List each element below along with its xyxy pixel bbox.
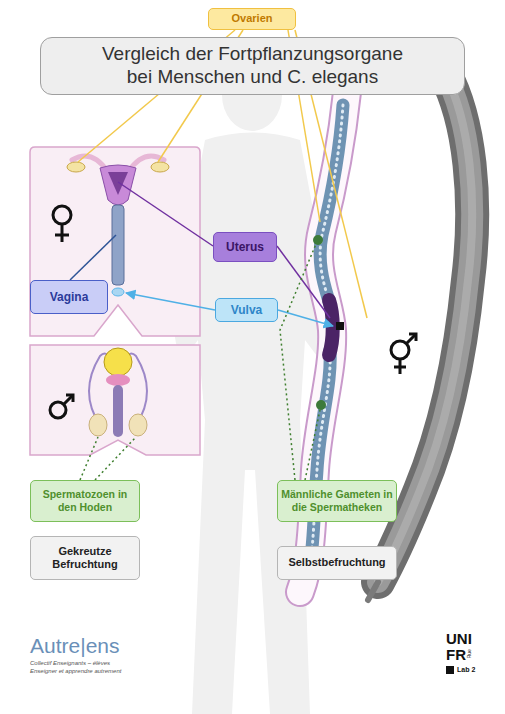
node-label: Selbstbefruchtung (288, 556, 385, 569)
gamete-box: Männliche Gameten in die Spermatheken (277, 480, 397, 522)
hermaphrodite-symbol (406, 334, 416, 344)
gamete-leader-lines (280, 244, 316, 480)
male-panel (30, 345, 200, 455)
female-organs (112, 288, 124, 296)
vagina-leader-line (70, 235, 116, 280)
male-organs (106, 374, 130, 386)
venus-symbol (53, 206, 71, 242)
gamete-leader-lines (95, 437, 136, 480)
male-organs (113, 385, 123, 437)
male-organs (89, 414, 107, 436)
female-organs (112, 205, 124, 285)
node-label: Uterus (226, 240, 264, 254)
male-organs (89, 348, 147, 437)
node-label: Männliche Gameten in die Spermatheken (280, 488, 394, 513)
mars-symbol (50, 395, 73, 418)
female-organs (151, 162, 169, 172)
worm-drawing (316, 400, 326, 410)
mars-symbol (66, 395, 73, 402)
hermaphrodite-symbol (409, 334, 416, 341)
venus-symbol (61, 224, 64, 242)
male-organs (104, 348, 132, 376)
title-box: Vergleich der Fortpflanzungsorgane bei M… (40, 37, 465, 95)
logo-text: FR (446, 647, 466, 664)
node-label: Ovarien (232, 12, 273, 25)
hermaphrodite-symbol (394, 366, 406, 369)
venus-symbol (55, 234, 69, 237)
node-label: Vagina (50, 290, 89, 304)
organ-label-box: Vulva (215, 298, 278, 322)
female-panel (30, 147, 200, 336)
vulva-arrows (126, 293, 333, 326)
worm-drawing (336, 322, 344, 330)
node-label: Gekreutze Befruchtung (33, 545, 137, 571)
female-panel (30, 147, 200, 336)
worm-drawing (320, 105, 343, 305)
logo-text: Enseigner et apprendre autrement (30, 668, 121, 675)
female-organs (100, 165, 136, 205)
worm-drawing (310, 350, 330, 565)
organ-label-box: Ovarien (208, 8, 296, 30)
gamete-box: Spermatozoen in den Hoden (30, 480, 140, 522)
unifr-logo-mark (446, 666, 454, 674)
uterus-leader-lines (118, 182, 213, 246)
logo-text: UNI (446, 631, 472, 648)
logo-text: Autre|ens (30, 634, 120, 657)
node-label: Spermatozoen in den Hoden (33, 488, 137, 513)
title-text: Vergleich der Fortpflanzungsorgane bei M… (95, 43, 410, 89)
female-organs (108, 172, 128, 195)
worm-drawing (320, 105, 343, 305)
gamete-leader-lines (80, 437, 98, 480)
male-panel (30, 345, 200, 455)
fertilization-box: Gekreutze Befruchtung (30, 536, 140, 580)
worm-photo (368, 582, 378, 600)
fertilization-box: Selbstbefruchtung (277, 546, 397, 580)
logo-text: Rue (467, 649, 473, 658)
uterus-leader-lines (277, 246, 330, 318)
worm-drawing (310, 350, 330, 565)
gamete-leader-lines (80, 244, 320, 480)
logo-text: Lab 2 (457, 666, 475, 674)
vulva-arrows (278, 310, 333, 326)
female-organs (67, 162, 85, 172)
mars-symbol (50, 402, 66, 418)
mars-symbol (64, 395, 73, 404)
node-label: Vulva (231, 303, 263, 317)
gamete-leader-lines (305, 410, 320, 480)
male-organs (129, 414, 147, 436)
hermaphrodite-symbol (391, 334, 416, 374)
female-organs (67, 156, 169, 296)
unifr-logo-mark (446, 666, 454, 674)
vagina-leader-line (70, 235, 116, 280)
venus-symbol (53, 206, 71, 224)
logo-text: Collectif Enseignants – élèves (30, 660, 110, 667)
worm-drawing (329, 300, 333, 355)
organ-label-box: Vagina (30, 280, 108, 314)
organ-label-box: Uterus (213, 232, 277, 262)
worm-drawing (313, 235, 323, 245)
vulva-arrows (126, 293, 215, 310)
